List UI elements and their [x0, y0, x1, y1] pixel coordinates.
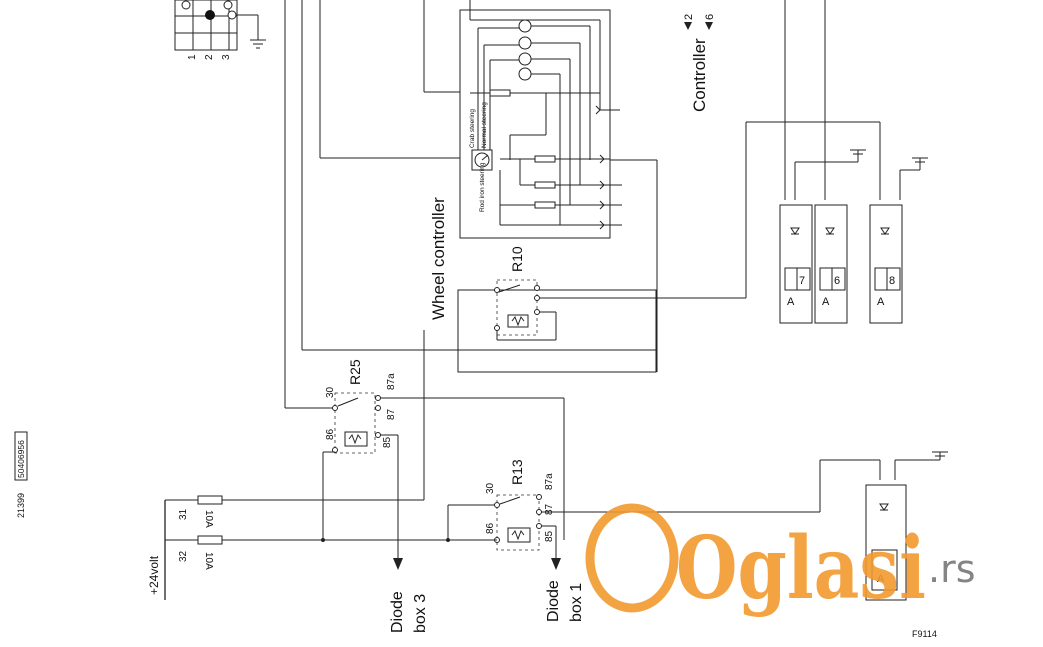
- relay-r13: R13 30 87a 87 86 85: [447, 459, 881, 570]
- r13-pin-30: 30: [485, 482, 496, 494]
- module-8: A 8: [869, 204, 903, 324]
- controller-pin-6: 6: [704, 14, 716, 20]
- diode-box-1-line1: Diode: [545, 580, 562, 622]
- relay-r10-label: R10: [509, 246, 525, 272]
- fuse-31-number: 31: [178, 508, 189, 520]
- r25-pin-87a: 87a: [386, 373, 397, 390]
- controller-label: Controller: [690, 38, 709, 112]
- relay-r25-label: R25: [347, 359, 363, 385]
- module-6-prefix: A: [822, 296, 830, 308]
- module-6-number: 6: [834, 275, 840, 287]
- diode-box-1-line2: box 1: [568, 583, 585, 622]
- switch-pos-1: 1: [187, 54, 198, 60]
- diode-box-1: Diode box 1: [545, 580, 585, 622]
- trunk-wires: [284, 0, 658, 500]
- module-lower-prefix: A: [877, 573, 885, 585]
- fuse-32-rating: 10A: [203, 552, 214, 570]
- module-6: A 6: [814, 204, 848, 324]
- relay-r13-label: R13: [509, 459, 525, 485]
- diode-box-3-line1: Diode: [389, 591, 406, 633]
- relay-r10: R10: [457, 121, 881, 373]
- module-8-number: 8: [889, 275, 895, 287]
- module-7-number: 7: [799, 275, 805, 287]
- watermark-suffix: .rs: [928, 547, 976, 591]
- part-number: 50406956: [16, 440, 26, 478]
- module-lower: A: [865, 484, 907, 601]
- right-verticals: [784, 0, 948, 480]
- r13-pin-86: 86: [485, 522, 496, 534]
- fuse-block: 31 32 10A 10A +24volt: [147, 495, 497, 600]
- rod-iron-steering-label: Rod iron steering: [479, 162, 486, 212]
- fuse-32-number: 32: [178, 550, 189, 562]
- fuse-31-rating: 10A: [203, 510, 214, 528]
- wheel-controller-box: Crab steering Normal steering Rod iron s…: [459, 0, 622, 239]
- r25-pin-86: 86: [325, 428, 336, 440]
- switch-selected-dot: [205, 10, 215, 20]
- switch-pos-3: 3: [221, 54, 232, 60]
- doc-number: 21399: [16, 493, 26, 518]
- module-7-prefix: A: [787, 296, 795, 308]
- normal-steering-label: Normal steering: [481, 102, 488, 148]
- r13-pin-87a: 87a: [544, 473, 555, 490]
- module-7: A 7: [779, 204, 813, 324]
- controller-connector: Controller 2 6: [683, 14, 716, 112]
- diode-box-3: Diode box 3: [389, 591, 429, 633]
- module-8-prefix: A: [877, 296, 885, 308]
- r25-pin-87: 87: [386, 408, 397, 420]
- watermark-brand: Oglasi: [676, 518, 926, 619]
- controller-pin-2: 2: [683, 14, 695, 20]
- switch-pos-2: 2: [204, 54, 215, 60]
- figure-id: F9114: [912, 629, 937, 639]
- r13-pin-85: 85: [544, 530, 555, 542]
- selector-switch: 1 2 3: [174, 0, 266, 60]
- crab-steering-label: Crab steering: [469, 109, 476, 148]
- supply-label: +24volt: [147, 555, 161, 595]
- diode-box-3-line2: box 3: [412, 594, 429, 633]
- relay-r25: R25 30 87a 87 86 85: [285, 359, 565, 570]
- r25-pin-85: 85: [382, 436, 393, 448]
- r13-pin-87: 87: [544, 503, 555, 515]
- r25-pin-30: 30: [325, 386, 336, 398]
- wheel-controller-label: Wheel controller: [429, 197, 448, 320]
- oglasi-watermark: Oglasi .rs: [585, 503, 976, 619]
